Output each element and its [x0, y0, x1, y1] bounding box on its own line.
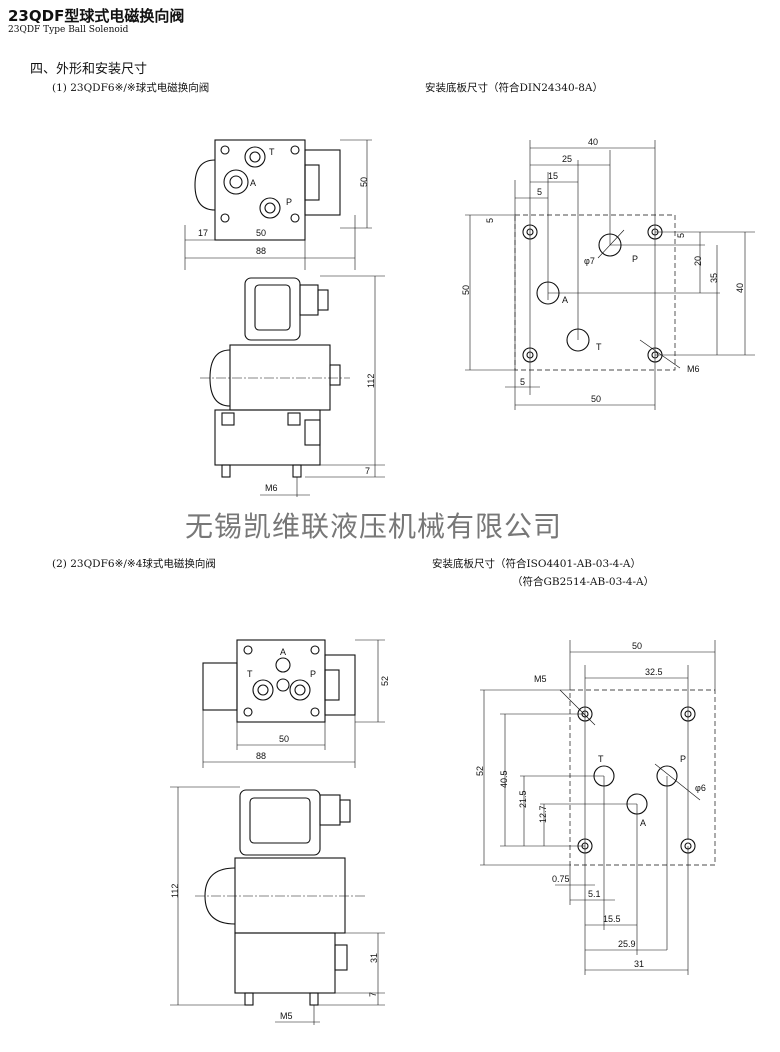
- plate2-port-a: A: [640, 818, 646, 828]
- plate2-port-p: P: [680, 754, 686, 764]
- thread-m6-label: M6: [265, 483, 278, 493]
- plate1-drawing: 40 25 15 5 5 50 5 20 35 40 φ7 P A T M6 5…: [461, 137, 755, 410]
- plate2-dim-32-5: 32.5: [645, 667, 663, 677]
- dim-7: 7: [365, 466, 370, 476]
- plate2-port-t: T: [598, 754, 604, 764]
- plate1-dim-5-bottom: 5: [520, 377, 525, 387]
- plate2-phi6: φ6: [695, 783, 706, 793]
- valve1-side-view: 112 7 M6: [200, 275, 385, 497]
- valve2-top-view: A T P 52 50 88: [202, 639, 390, 768]
- port-t-label: T: [269, 147, 275, 157]
- plate2-dim-15-5: 15.5: [603, 914, 621, 924]
- plate2-dim-52: 52: [475, 766, 485, 776]
- valve1-top-view: T A P 50 17 50 88: [184, 139, 372, 270]
- plate1-dim-40: 40: [588, 137, 598, 147]
- dim-31: 31: [369, 953, 379, 963]
- figure1-plate-caption: 安装底板尺寸（符合DIN24340-8A）: [425, 82, 603, 94]
- dim-height-112: 112: [170, 884, 180, 898]
- plate1-port-p: P: [632, 254, 638, 264]
- port-p-label: P: [310, 669, 316, 679]
- company-watermark: 无锡凯维联液压机械有限公司: [185, 510, 563, 543]
- thread-m5-label: M5: [280, 1011, 293, 1021]
- port-a-label: A: [280, 647, 286, 657]
- plate1-dim-15: 15: [548, 171, 558, 181]
- plate1-port-a: A: [562, 295, 568, 305]
- dim-width-50: 50: [279, 734, 289, 744]
- section-heading: 四、外形和安装尺寸: [30, 62, 148, 77]
- plate1-dim-20: 20: [693, 256, 703, 266]
- plate1-dim-5-top: 5: [537, 187, 542, 197]
- dim-17: 17: [198, 228, 208, 238]
- dim-width-88: 88: [256, 246, 266, 256]
- port-p-label: P: [286, 197, 292, 207]
- plate2-dim-0-75: 0.75: [552, 874, 570, 884]
- plate1-dim-35: 35: [709, 273, 719, 283]
- plate2-dim-50: 50: [632, 641, 642, 651]
- dim-width-88: 88: [256, 751, 266, 761]
- plate2-dim-25-9: 25.9: [618, 939, 636, 949]
- plate1-phi7: φ7: [584, 256, 595, 266]
- plate2-dim-21-5: 21.5: [518, 790, 528, 808]
- plate1-dim-50: 50: [591, 394, 601, 404]
- plate1-dim-5-right: 5: [676, 233, 686, 238]
- port-a-label: A: [250, 178, 256, 188]
- dim-height-112: 112: [366, 374, 376, 388]
- plate1-dim-25: 25: [562, 154, 572, 164]
- figure1-caption: (1) 23QDF6※/※球式电磁换向阀: [52, 82, 210, 94]
- page-title: 23QDF型球式电磁换向阀: [8, 7, 185, 25]
- plate1-dim-40-vertical: 40: [735, 283, 745, 293]
- page-subtitle: 23QDF Type Ball Solenoid: [8, 25, 129, 35]
- plate2-dim-5-1: 5.1: [588, 889, 601, 899]
- figure2-plate-caption: 安装底板尺寸（符合ISO4401-AB-03-4-A）: [432, 558, 641, 570]
- plate2-dim-31: 31: [634, 959, 644, 969]
- dim-height-50: 50: [359, 177, 369, 187]
- plate1-dim-50-vertical: 50: [461, 285, 471, 295]
- plate2-dim-12-7: 12.7: [538, 805, 548, 823]
- valve2-side-view: 112 31 7 M5: [170, 786, 385, 1025]
- figure2-caption: (2) 23QDF6※/※4球式电磁换向阀: [52, 558, 216, 570]
- dim-7: 7: [368, 992, 378, 997]
- port-t-label: T: [247, 669, 253, 679]
- plate1-dim-5-left: 5: [485, 218, 495, 223]
- plate1-port-t: T: [596, 342, 602, 352]
- dim-width-50: 50: [256, 228, 266, 238]
- plate2-dim-40-5: 40.5: [499, 770, 509, 788]
- plate1-thread-m6: M6: [687, 364, 700, 374]
- plate2-drawing: 50 32.5 M5 52 40.5 21.5 12.7 φ6 T P A 0.…: [475, 640, 716, 975]
- dim-height-52: 52: [380, 676, 390, 686]
- plate2-thread-m5: M5: [534, 674, 547, 684]
- figure2-plate-caption-2: （符合GB2514-AB-03-4-A）: [512, 576, 655, 588]
